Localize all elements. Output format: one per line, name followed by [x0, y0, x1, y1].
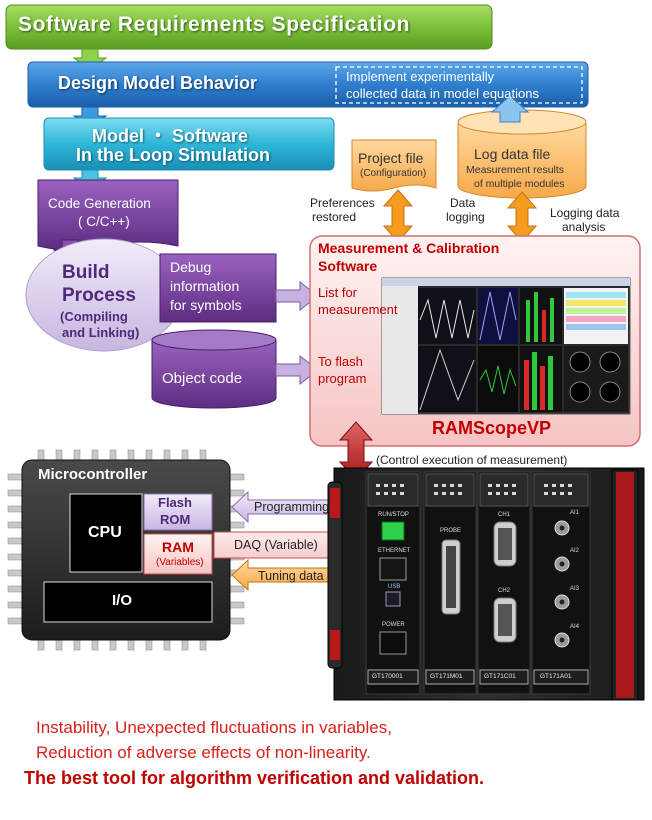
page-title: Software Requirements Specification — [18, 13, 411, 36]
hw-power-label: POWER — [382, 622, 405, 628]
debug-box — [159, 253, 277, 323]
hw-ai4-label: AI4 — [570, 624, 580, 630]
project-file-shape — [351, 139, 437, 192]
logging-analysis-label-line1: Logging data — [550, 206, 620, 220]
hw-module-label: GT171M01 — [430, 673, 463, 680]
build-line3: (Compiling — [60, 309, 128, 324]
build-line4: and Linking) — [62, 325, 140, 340]
mils-label-line1: Model ・ Software — [92, 126, 249, 146]
microcontroller-chip — [7, 449, 245, 651]
hw-ai1-label: AI1 — [570, 510, 580, 516]
to-flash-line2: program — [318, 371, 367, 386]
header-bar — [5, 4, 493, 50]
debug-line1: Debug — [170, 259, 212, 275]
implement-text-line2: collected data in model equations — [346, 86, 539, 101]
debug-line2: information — [170, 278, 240, 294]
data-logging-label-line1: Data — [450, 196, 476, 210]
project-file-sub: (Configuration) — [360, 168, 427, 179]
arrow-log-to-design — [490, 95, 530, 123]
arrow-log-mcs — [506, 191, 538, 243]
log-file-sub2: of multiple modules — [474, 178, 565, 190]
preferences-label-line2: restored — [312, 210, 357, 224]
hardware-unit — [327, 467, 645, 701]
arrow-project-mcs — [382, 189, 414, 243]
mcs-title-line2: Software — [318, 258, 378, 274]
hw-run-stop-label: RUN/STOP — [378, 512, 409, 518]
tuning-label: Tuning data — [258, 569, 324, 583]
product-name: RAMScopeVP — [432, 418, 552, 438]
hw-ai3-label: AI3 — [570, 586, 580, 592]
data-logging-label-line2: logging — [446, 210, 485, 224]
log-file-sub1: Measurement results — [466, 164, 565, 176]
footer-tagline: The best tool for algorithm verification… — [24, 768, 485, 788]
flash-label-line1: Flash — [158, 495, 192, 510]
hw-ai2-label: AI2 — [570, 548, 580, 554]
design-model-label: Design Model Behavior — [58, 73, 258, 93]
hw-usb-label: USB — [388, 584, 401, 590]
footer-line1: Instability, Unexpected fluctuations in … — [36, 718, 392, 737]
hw-module-label: GT171A01 — [540, 673, 572, 680]
list-measurement-line2: measurement — [318, 302, 398, 317]
hw-ch2-label: CH2 — [498, 588, 511, 594]
build-line1: Build — [62, 262, 110, 283]
codegen-line1: Code Generation — [48, 196, 151, 211]
log-file-label: Log data file — [474, 146, 551, 162]
flash-label-line2: ROM — [160, 512, 191, 527]
design-model-bar — [27, 61, 589, 108]
ram-label: RAM — [162, 539, 194, 555]
hw-module-label: GT171C01 — [484, 673, 516, 680]
mcs-title-line1: Measurement & Calibration — [318, 240, 500, 256]
arrow-debug-to-mcs — [275, 280, 319, 312]
hw-module-label: GT170001 — [372, 673, 403, 680]
programming-label: Programming — [254, 500, 330, 514]
hw-ethernet-label: ETHERNET — [378, 548, 411, 554]
codegen-line2: ( C/C++) — [78, 214, 130, 229]
build-line2: Process — [62, 285, 136, 306]
project-file-label: Project file — [358, 150, 424, 166]
log-file-cylinder — [457, 109, 587, 199]
ram-sub-label: (Variables) — [156, 557, 204, 568]
list-measurement-line1: List for — [318, 285, 358, 300]
implement-text-line1: Implement experimentally — [346, 69, 495, 84]
arrow-objcode-to-mcs — [275, 354, 319, 386]
hw-probe-label: PROBE — [440, 528, 462, 534]
to-flash-line1: To flash — [318, 354, 363, 369]
io-label: I/O — [112, 592, 133, 609]
mils-bar — [43, 117, 335, 171]
debug-line3: for symbols — [170, 297, 242, 313]
microcontroller-title: Microcontroller — [38, 466, 148, 483]
footer-line2: Reduction of adverse effects of non-line… — [36, 743, 371, 762]
software-screenshot — [381, 277, 631, 415]
mils-label-line2: In the Loop Simulation — [76, 145, 270, 165]
logging-analysis-label-line2: analysis — [562, 220, 606, 234]
control-execution-label: (Control execution of measurement) — [376, 453, 568, 467]
object-code-cylinder — [151, 329, 277, 409]
hw-ch1-label: CH1 — [498, 512, 511, 518]
daq-label: DAQ (Variable) — [234, 538, 318, 552]
preferences-label-line1: Preferences — [310, 196, 375, 210]
object-code-label: Object code — [162, 370, 243, 387]
cpu-label: CPU — [88, 524, 122, 541]
